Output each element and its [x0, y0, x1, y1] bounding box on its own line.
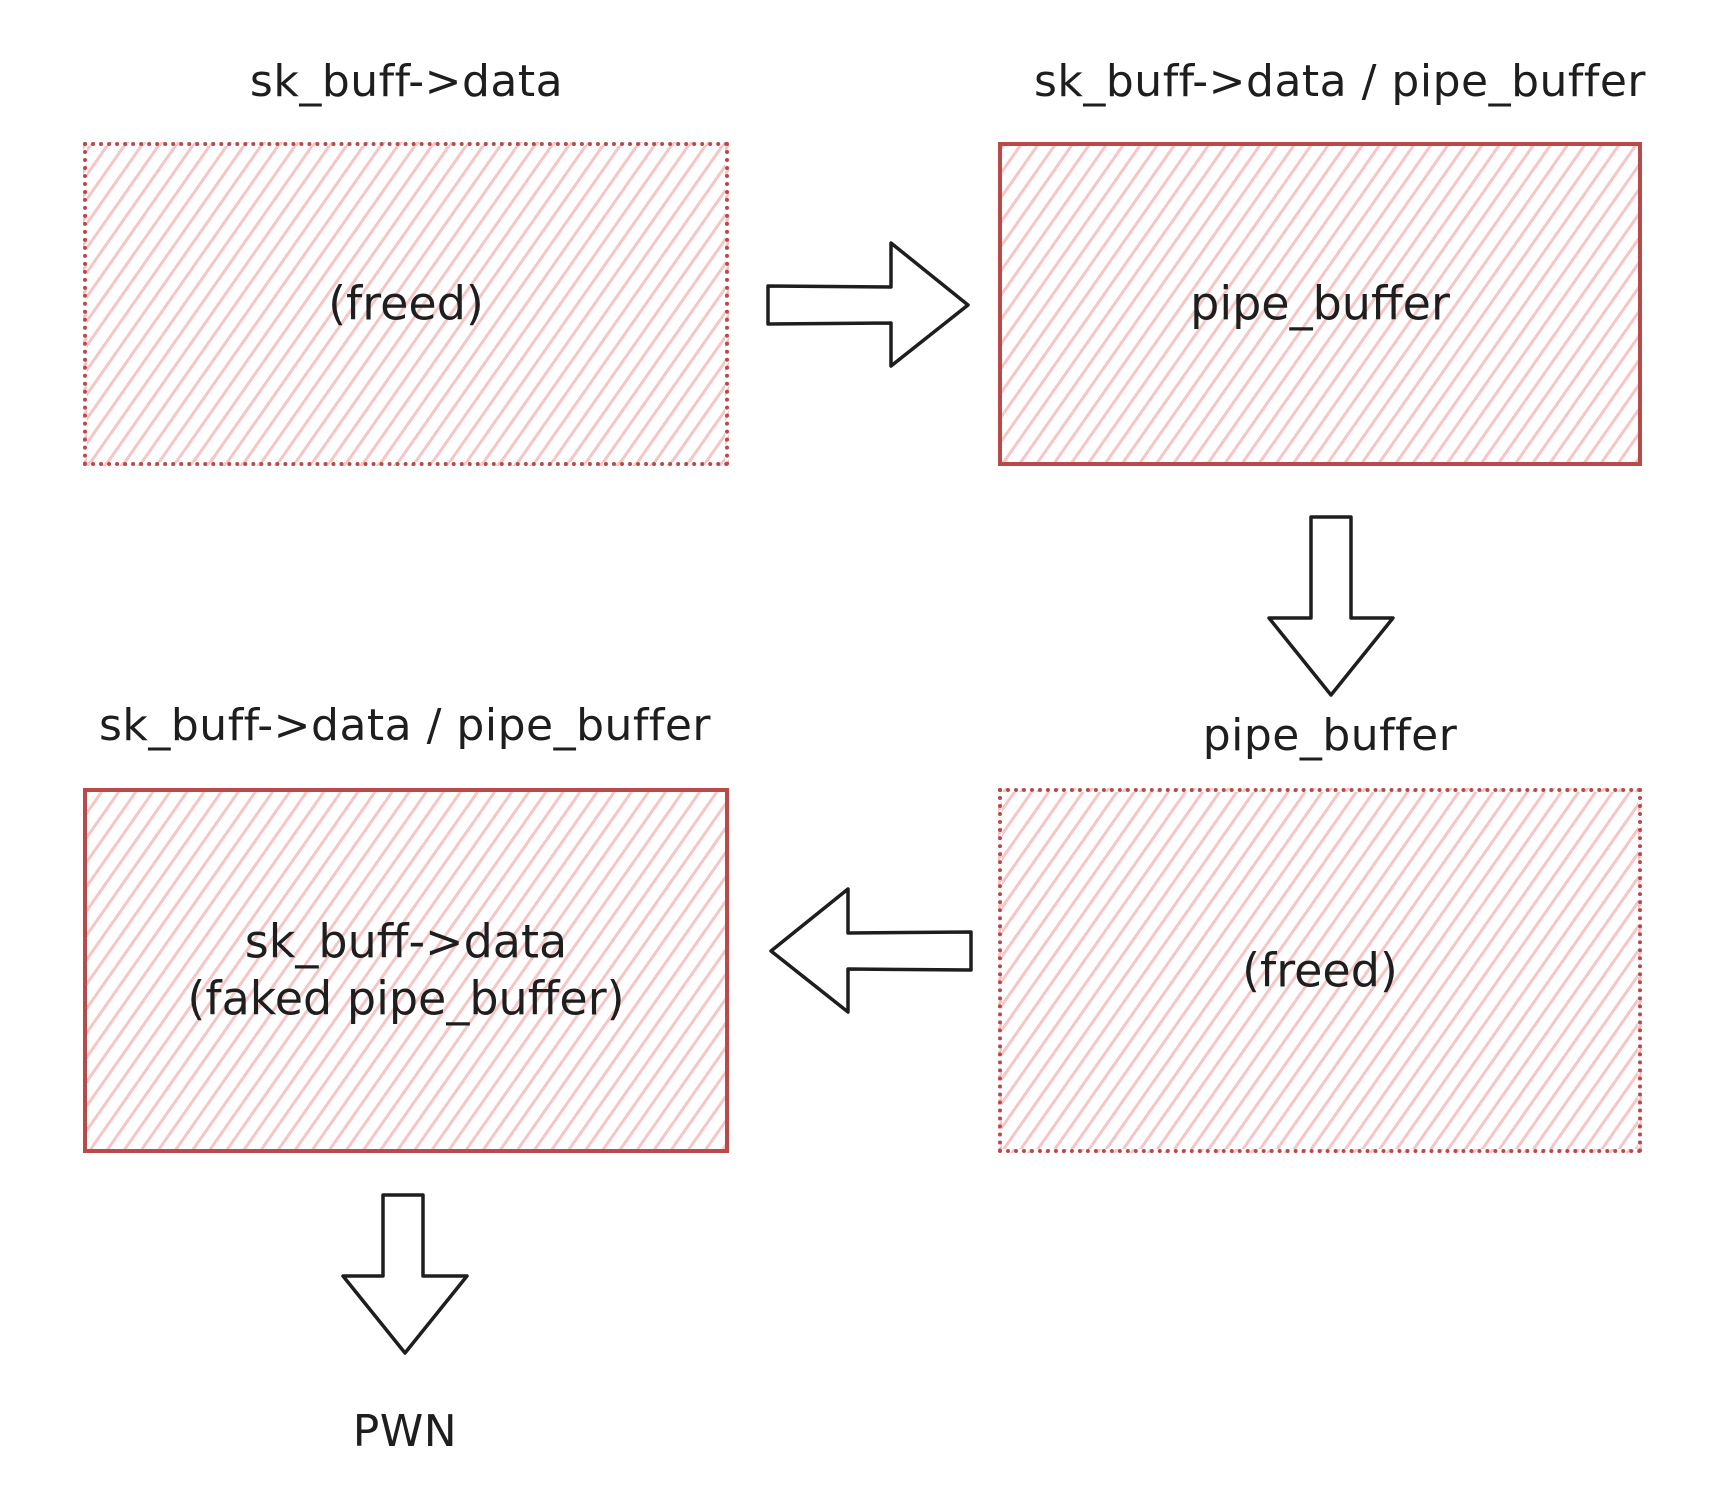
box1-content: (freed) [328, 276, 484, 331]
result-label: PWN [352, 1406, 458, 1457]
arrow-down-icon [341, 1193, 469, 1355]
box1-freed-sk-buff: (freed) [83, 142, 729, 466]
box3-content: (freed) [1242, 942, 1398, 997]
box2-title: sk_buff->data / pipe_buffer [1033, 56, 1647, 107]
arrow-right-icon [766, 241, 970, 368]
box4-faked-pipe-buffer: sk_buff->data (faked pipe_buffer) [83, 788, 729, 1153]
box4-content: sk_buff->data (faked pipe_buffer) [187, 914, 625, 1026]
arrow-left-icon [769, 887, 973, 1014]
box3-freed-pipe-buffer: (freed) [998, 788, 1642, 1153]
box2-pipe-buffer: pipe_buffer [998, 142, 1642, 466]
box2-content: pipe_buffer [1190, 276, 1450, 331]
box3-title: pipe_buffer [1202, 710, 1458, 761]
arrow-down-icon [1267, 515, 1395, 697]
box1-title: sk_buff->data [249, 56, 564, 107]
box4-title: sk_buff->data / pipe_buffer [98, 700, 712, 751]
